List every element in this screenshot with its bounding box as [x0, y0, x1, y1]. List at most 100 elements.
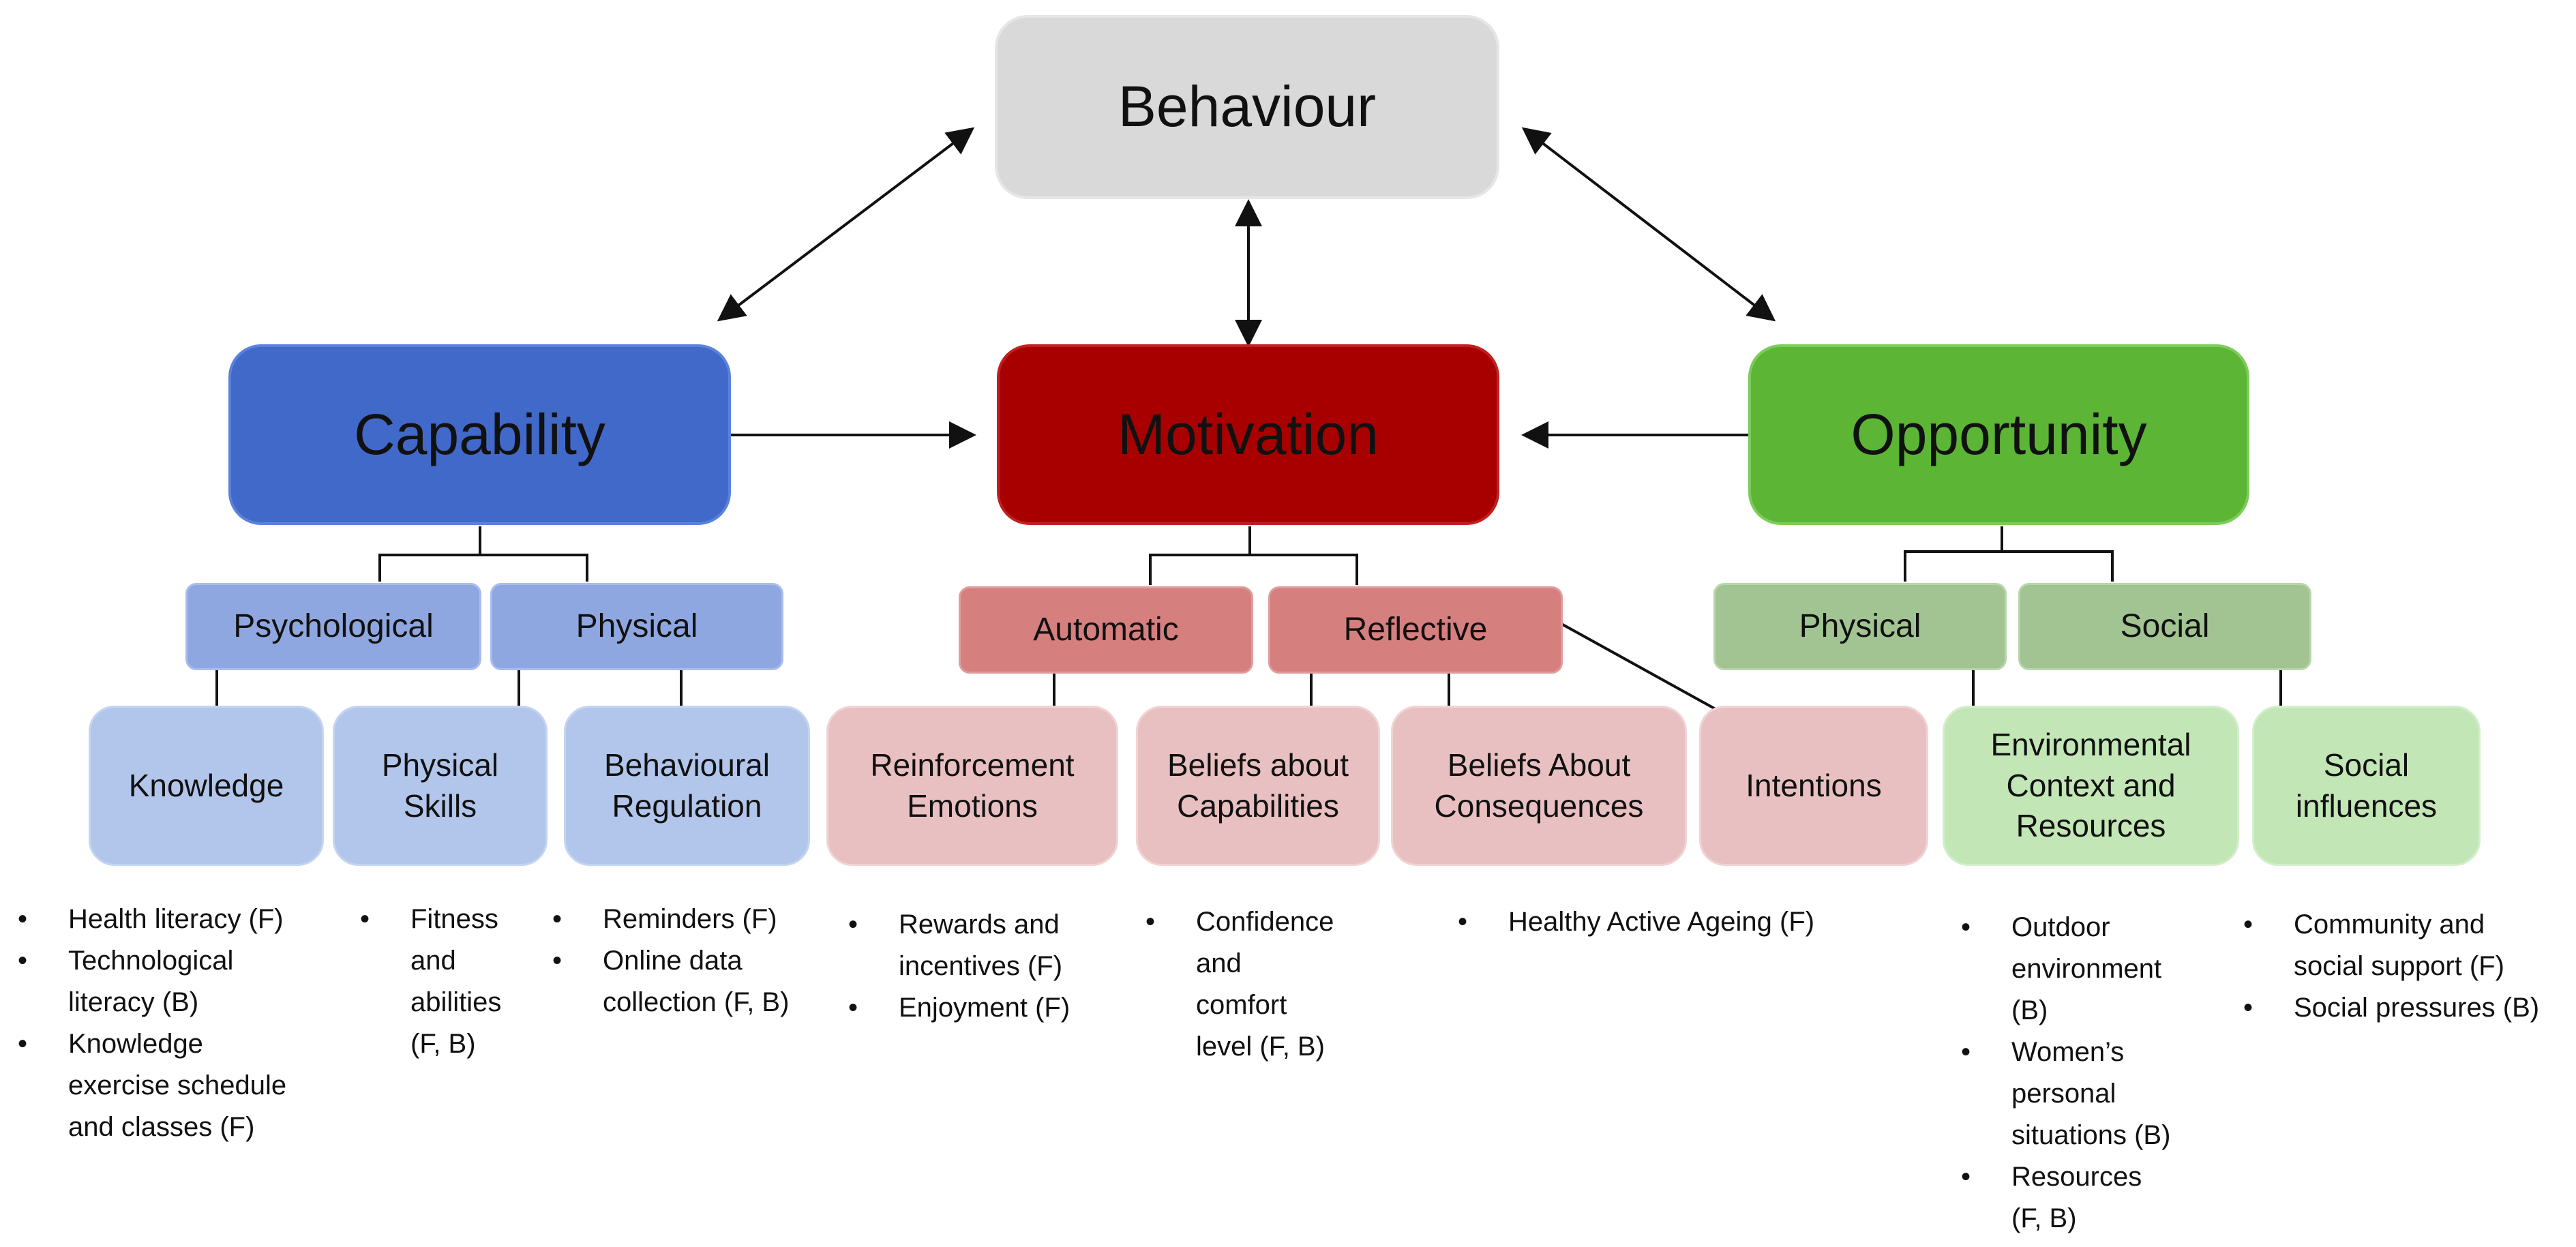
knowledge-line: Knowledge — [128, 767, 284, 803]
environmental-context-line: Resources — [2016, 808, 2166, 844]
physical-skills-line: Physical — [381, 747, 499, 783]
factor-item: Enjoyment (F) — [848, 987, 1135, 1029]
capability-box: Capability — [228, 344, 731, 525]
behaviour-box: Behaviour — [995, 15, 1499, 199]
factor-item: Women’s personal situations (B) — [1961, 1032, 2234, 1156]
reinforcement-emotions-line: Reinforcement — [870, 747, 1075, 783]
physical-skills-box: Physical Skills — [333, 706, 548, 866]
environmental-context-box: Environmental Context and Resources — [1943, 706, 2239, 866]
social-box: Social — [2018, 583, 2311, 670]
behavioural-regulation-factors-list: Reminders (F) Online data collection (F,… — [552, 899, 839, 1023]
reinforcement-emotions-line: Emotions — [907, 787, 1038, 824]
factor-line: Technological — [68, 946, 234, 976]
factor-line: level (F, B) — [1196, 1032, 1325, 1062]
factor-item: Fitness and abilities (F, B) — [360, 899, 537, 1065]
factor-line: Healthy Active Ageing (F) — [1508, 907, 1815, 937]
beliefs-consequences-box: Beliefs About Consequences — [1391, 706, 1687, 866]
motivation-label: Motivation — [1118, 402, 1379, 466]
factor-line: abilities — [410, 987, 502, 1017]
physical-skills-line: Skills — [403, 787, 477, 824]
motivation-box: Motivation — [997, 344, 1499, 525]
beliefs-consequences-line: Consequences — [1434, 787, 1644, 824]
motivation-split — [1149, 554, 1358, 585]
reflective-to-intentions — [1561, 622, 1716, 710]
factor-line: Knowledge — [68, 1029, 203, 1059]
factor-item: Confidence and comfort level (F, B) — [1145, 901, 1377, 1068]
factor-line: exercise schedule — [68, 1070, 287, 1100]
reflective-label: Reflective — [1343, 611, 1488, 648]
social-influences-line: Social — [2323, 747, 2410, 783]
social-label: Social — [2120, 607, 2210, 644]
beliefs-capabilities-line: Beliefs — [1167, 747, 1262, 783]
social-influences-line: influences — [2295, 787, 2438, 824]
factor-line: and — [410, 946, 456, 976]
reinforcement-emotions-box: Reinforcement Emotions — [826, 706, 1118, 866]
beliefs-capabilities-line: about — [1270, 747, 1349, 783]
opportunity-split — [1904, 550, 2114, 582]
opportunity-physical-box: Physical — [1713, 583, 2007, 670]
capability-physical-label: Physical — [575, 607, 698, 644]
factor-item: Rewards and incentives (F) — [848, 904, 1135, 987]
automatic-label: Automatic — [1033, 611, 1179, 648]
reinforcement-emotions-factors-list: Rewards and incentives (F) Enjoyment (F) — [848, 904, 1135, 1029]
opportunity-physical-label: Physical — [1799, 607, 1921, 644]
factor-line: Outdoor — [2011, 912, 2110, 942]
factor-line: Health literacy (F) — [68, 904, 284, 934]
intentions-box: Intentions — [1699, 706, 1928, 866]
factor-line: Resources — [2011, 1162, 2142, 1192]
knowledge-box: Knowledge — [89, 706, 324, 866]
psychological-label: Psychological — [233, 607, 434, 644]
factor-line: Fitness — [410, 904, 498, 934]
factor-line: Community and — [2294, 910, 2485, 940]
factor-item: Healthy Active Ageing (F) — [1458, 901, 1894, 943]
factor-line: Enjoyment (F) — [899, 993, 1070, 1023]
opportunity-box: Opportunity — [1748, 344, 2249, 525]
reflective-box: Reflective — [1268, 586, 1563, 674]
factor-line: literacy (B) — [68, 987, 199, 1017]
intentions-line: Intentions — [1746, 767, 1882, 803]
beliefs-consequences-line: About — [1548, 747, 1631, 783]
factor-line: Confidence — [1196, 907, 1334, 937]
factor-item: Resources (F, B) — [1961, 1156, 2234, 1240]
factor-line: and — [1196, 948, 1242, 978]
factor-item: Social pressures (B) — [2243, 987, 2571, 1029]
behavioural-regulation-box: Behavioural Regulation — [564, 706, 810, 866]
social-influences-factors-list: Community and social support (F) Social … — [2243, 904, 2571, 1029]
factor-line: environment — [2011, 954, 2162, 984]
arrow-behaviour-opportunity — [1521, 127, 1776, 322]
factor-item: Online data collection (F, B) — [552, 940, 839, 1023]
social-influences-box: Social influences — [2252, 706, 2481, 866]
factor-line: Women’s — [2011, 1037, 2125, 1067]
factor-line: Online data — [603, 946, 743, 976]
factor-line: (F, B) — [410, 1029, 476, 1059]
factor-line: personal — [2011, 1079, 2116, 1109]
behavioural-regulation-line: Behavioural — [604, 747, 770, 783]
factor-item: Technological literacy (B) — [18, 940, 318, 1023]
beliefs-capabilities-line: Capabilities — [1177, 787, 1339, 824]
factor-line: and classes (F) — [68, 1112, 255, 1142]
factor-line: incentives (F) — [899, 951, 1063, 981]
environmental-context-line: Environmental — [1990, 726, 2191, 762]
factor-item: Outdoor environment (B) — [1961, 907, 2234, 1032]
factor-item: Reminders (F) — [552, 899, 839, 940]
beliefs-consequences-line: Beliefs — [1447, 747, 1542, 783]
factor-item: Community and social support (F) — [2243, 904, 2571, 987]
psychological-box: Psychological — [185, 583, 481, 670]
factor-item: Knowledge exercise schedule and classes … — [18, 1023, 318, 1148]
arrow-behaviour-capability — [717, 127, 975, 322]
automatic-box: Automatic — [959, 586, 1253, 674]
capability-physical-box: Physical — [490, 583, 783, 670]
environmental-context-factors-list: Outdoor environment (B) Women’s personal… — [1961, 907, 2234, 1240]
knowledge-factors-list: Health literacy (F) Technological litera… — [18, 899, 318, 1148]
factor-item: Health literacy (F) — [18, 899, 318, 940]
capability-label: Capability — [354, 402, 605, 466]
factor-line: Social pressures (B) — [2294, 993, 2540, 1023]
beliefs-capabilities-box: Beliefs about Capabilities — [1136, 706, 1380, 866]
factor-line: Reminders (F) — [603, 904, 777, 934]
factor-line: collection (F, B) — [603, 987, 790, 1017]
factor-line: situations (B) — [2011, 1120, 2171, 1150]
factor-line: Rewards and — [899, 910, 1060, 940]
physical-skills-factors-list: Fitness and abilities (F, B) — [360, 899, 537, 1065]
environmental-context-line: Context and — [2006, 767, 2176, 803]
